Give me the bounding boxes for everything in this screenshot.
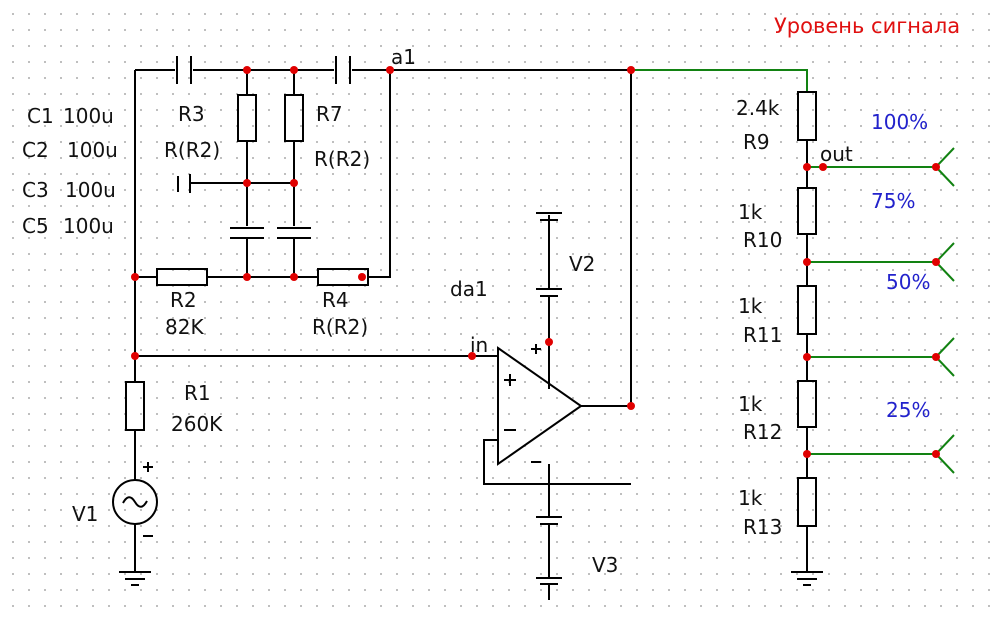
resistor-r13[interactable] bbox=[797, 477, 817, 572]
capacitor-c5[interactable] bbox=[277, 227, 311, 277]
resistor-r12[interactable] bbox=[797, 380, 817, 478]
resistor-r7[interactable] bbox=[284, 70, 304, 226]
label-v3: V3 bbox=[592, 553, 618, 577]
label-r10-value: 1k bbox=[738, 200, 763, 224]
label-node-a1: a1 bbox=[391, 45, 416, 69]
label-c3: C3 bbox=[22, 178, 49, 202]
label-r13: R13 bbox=[743, 515, 782, 539]
resistor-r3[interactable] bbox=[237, 70, 257, 226]
label-c2-value: 100u bbox=[67, 138, 118, 162]
label-v2: V2 bbox=[569, 252, 595, 276]
label-c3-value: 100u bbox=[65, 178, 116, 202]
diagram-title: Уровень сигнала bbox=[774, 14, 960, 38]
label-r4: R4 bbox=[322, 288, 349, 312]
capacitor-c2[interactable] bbox=[335, 56, 351, 84]
resistor-r9[interactable] bbox=[797, 91, 817, 188]
supply-v2[interactable] bbox=[536, 212, 562, 342]
level-25-label: 25% bbox=[886, 398, 930, 422]
label-r12-value: 1k bbox=[738, 392, 763, 416]
resistor-r1[interactable] bbox=[125, 356, 145, 480]
ground-r13 bbox=[791, 571, 823, 586]
label-r7: R7 bbox=[316, 102, 343, 126]
capacitor-c3[interactable] bbox=[230, 227, 264, 277]
label-r11-value: 1k bbox=[738, 294, 763, 318]
label-da1: da1 bbox=[450, 277, 488, 301]
ground-v1 bbox=[119, 571, 151, 586]
top-wire bbox=[134, 69, 808, 356]
level-75-label: 75% bbox=[871, 189, 915, 213]
resistor-r11[interactable] bbox=[797, 285, 817, 381]
label-node-out: out bbox=[820, 142, 853, 166]
label-r7-value: R(R2) bbox=[314, 147, 370, 171]
label-c5-value: 100u bbox=[63, 214, 114, 238]
label-r13-value: 1k bbox=[738, 486, 763, 510]
resistor-r10[interactable] bbox=[797, 187, 817, 286]
supply-v3[interactable] bbox=[536, 516, 562, 600]
label-c2: C2 bbox=[22, 138, 49, 162]
stub-terminal bbox=[177, 174, 294, 193]
label-r4-value: R(R2) bbox=[312, 315, 368, 339]
label-r2: R2 bbox=[170, 288, 197, 312]
level-100-label: 100% bbox=[871, 110, 928, 134]
label-r10: R10 bbox=[743, 228, 782, 252]
tap-75-wire[interactable] bbox=[807, 242, 955, 282]
label-c1: C1 bbox=[27, 104, 54, 128]
label-r9-value: 2.4k bbox=[736, 96, 780, 120]
ac-source-v1[interactable] bbox=[112, 462, 158, 572]
label-c1-value: 100u bbox=[63, 104, 114, 128]
tap-25-wire[interactable] bbox=[807, 434, 955, 474]
opamp-da1[interactable] bbox=[483, 70, 632, 517]
resistor-r2[interactable] bbox=[135, 268, 318, 286]
label-r1: R1 bbox=[184, 381, 211, 405]
capacitor-c1[interactable] bbox=[176, 56, 192, 84]
label-r11: R11 bbox=[743, 323, 782, 347]
resistor-r4[interactable] bbox=[317, 70, 391, 286]
label-v1: V1 bbox=[72, 502, 98, 526]
label-node-in: in bbox=[470, 333, 488, 357]
junction-dots bbox=[131, 66, 940, 458]
label-r3-value: R(R2) bbox=[164, 138, 220, 162]
label-r2-value: 82K bbox=[165, 315, 204, 339]
tap-50-wire[interactable] bbox=[807, 337, 955, 377]
level-50-label: 50% bbox=[886, 270, 930, 294]
label-r1-value: 260K bbox=[171, 412, 223, 436]
label-c5: C5 bbox=[22, 214, 49, 238]
label-r3: R3 bbox=[178, 102, 205, 126]
label-r12: R12 bbox=[743, 420, 782, 444]
label-r9: R9 bbox=[743, 130, 770, 154]
